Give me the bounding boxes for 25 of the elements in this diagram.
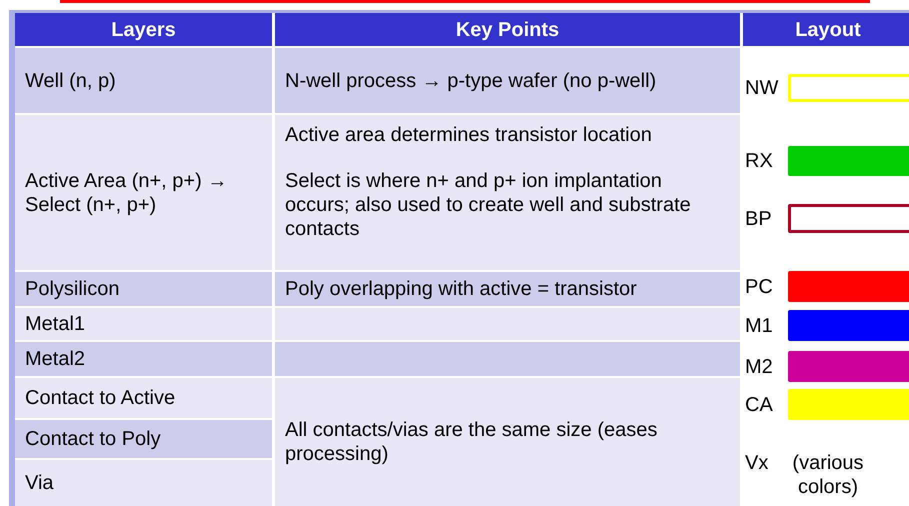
header-cell: Layers <box>15 13 272 46</box>
table-cell: Via <box>15 460 272 506</box>
table-cell: Poly overlapping with active = transistor <box>275 272 740 306</box>
header-cell: Key Points <box>275 13 740 46</box>
layer-name: Vx <box>745 451 768 475</box>
note-text: (various colors) <box>791 451 865 499</box>
layer-name: RX <box>745 149 773 173</box>
table-cell: Contact to Poly <box>15 420 272 458</box>
table-cell: All contacts/vias are the same size (eases processing) <box>275 378 740 506</box>
table-cell: Well (n, p) <box>15 48 272 113</box>
table-cell: Metal1 <box>15 308 272 340</box>
cell-text: Active area determines transistor location <box>285 123 653 147</box>
table-cell: Metal2 <box>15 342 272 376</box>
layer-name: NW <box>745 76 778 100</box>
table-cell: N-well process → p-type wafer (no p-well) <box>275 48 740 113</box>
table-cell: Polysilicon <box>15 272 272 306</box>
layer-name: M1 <box>745 314 773 338</box>
layer-name: PC <box>745 274 773 298</box>
header-cell: Layout <box>743 13 909 46</box>
layer-name: CA <box>745 392 773 416</box>
table-cell: Contact to Active <box>15 378 272 418</box>
layer-name: M2 <box>745 354 773 378</box>
layer-name: BP <box>745 206 772 230</box>
cell-text: Select is where n+ and p+ ion implantation occurs; also used to create well and substrate contacts <box>285 169 692 241</box>
table-cell: Active Area (n+, p+) → Select (n+, p+) <box>15 115 272 270</box>
